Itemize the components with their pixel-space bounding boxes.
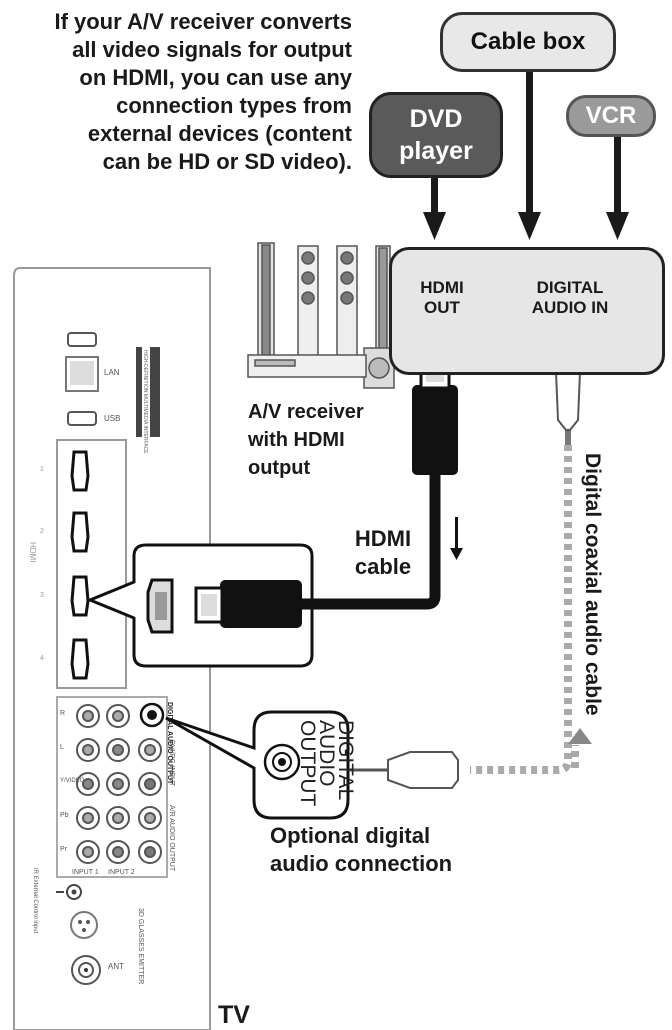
optional-connection-caption: Optional digital audio connection xyxy=(270,822,452,878)
receiver-caption: A/V receiver with HDMI output xyxy=(248,398,364,482)
tv-ir-jack xyxy=(56,884,82,900)
tv-hdmi-num-3: 3 xyxy=(40,592,44,599)
hdmi-out-line2: OUT xyxy=(424,298,460,317)
cable-box-device: Cable box xyxy=(440,12,616,72)
dvd-label-line1: DVD xyxy=(409,105,463,133)
tv-usb-label: USB xyxy=(104,414,121,423)
tv-antenna-jack xyxy=(71,955,101,985)
tv-hdmi-logo-text: HIGH-DEFINITION MULTIMEDIA INTERFACE xyxy=(142,350,148,454)
receiver-caption-line1: A/V receiver xyxy=(248,401,364,423)
tv-hdmi-label: HDMI xyxy=(28,542,37,563)
audio-output-callout xyxy=(165,710,350,820)
intro-line: on HDMI, you can use any xyxy=(79,65,352,90)
dvd-player-device: DVD player xyxy=(369,92,503,178)
hdmi-out-line1: HDMI xyxy=(420,278,464,297)
tv-comp-l: L xyxy=(60,744,64,751)
vcr-label: VCR xyxy=(585,102,637,129)
intro-line: If your A/V receiver converts xyxy=(54,9,352,34)
tv-hdmi-ports xyxy=(70,450,90,680)
hdmi-out-label: HDMI OUT xyxy=(412,278,472,318)
receiver-caption-line3: output xyxy=(248,457,311,479)
tv-digital-audio-output-jack xyxy=(139,702,165,728)
tv-ant-label: ANT xyxy=(108,962,124,971)
speaker-system-illustration xyxy=(247,242,395,389)
intro-line: connection types from xyxy=(116,93,352,118)
digital-coax-cable xyxy=(350,371,592,789)
callout-audio-line1: DIGITAL xyxy=(334,720,357,801)
optional-line2: audio connection xyxy=(270,851,453,876)
tv-digital-audio-label: DIGITAL AUDIO OUTPUT xyxy=(166,702,173,785)
hdmi-cable-label: HDMI cable xyxy=(338,525,428,581)
tv-3d-label: 3D GLASSES EMITTER xyxy=(137,908,144,985)
tv-lan-label: LAN xyxy=(104,368,120,377)
intro-line: external devices (content xyxy=(87,121,352,146)
dvd-label-line2: player xyxy=(399,137,473,165)
tv-comp-pr: Pr xyxy=(60,846,67,853)
tv-input2-label: INPUT 2 xyxy=(108,869,135,876)
tv-hdmi-num-1: 1 xyxy=(40,466,44,473)
cable-box-label: Cable box xyxy=(470,28,586,55)
tv-label: TV xyxy=(218,1001,250,1029)
tv-hdmi-num-2: 2 xyxy=(40,528,44,535)
intro-line: all video signals for output xyxy=(72,37,352,62)
source-arrows xyxy=(423,70,629,240)
tv-ir-label: IR External Control input xyxy=(32,868,38,934)
callout-audio-line3: OUTPUT xyxy=(296,720,319,807)
intro-text: If your A/V receiver converts all video … xyxy=(6,8,352,176)
optional-line1: Optional digital xyxy=(270,823,431,848)
coax-cable-label: Digital coaxial audio cable xyxy=(581,453,604,716)
tv-comp-pb: Pb xyxy=(60,812,69,819)
tv-3d-emitter-jack xyxy=(70,911,98,939)
tv-input1-label: INPUT 1 xyxy=(72,869,99,876)
audio-output-callout-label: DIGITAL AUDIO OUTPUT xyxy=(296,720,357,806)
intro-line: can be HD or SD video). xyxy=(102,149,352,174)
vcr-device: VCR xyxy=(566,95,656,137)
tv-comp-r: R xyxy=(60,710,66,717)
tv-dvi-label: DVI/PC INPUT xyxy=(168,740,175,787)
digital-audio-in-label: DIGITAL AUDIO IN xyxy=(500,278,640,318)
digital-in-line2: AUDIO IN xyxy=(531,298,609,317)
hdmi-cable-line2: cable xyxy=(354,554,412,579)
tv-hdmi-num-4: 4 xyxy=(40,655,44,662)
callout-audio-line2: AUDIO xyxy=(315,720,338,787)
tv-ar-label: A/R AUDIO OUTPUT xyxy=(168,805,175,872)
tv-av-jacks xyxy=(56,696,168,878)
tv-comp-y: Y/VIDEO xyxy=(60,778,85,784)
digital-in-line1: DIGITAL xyxy=(536,278,604,297)
tv-back-panel xyxy=(13,267,211,1030)
av-receiver-panel xyxy=(389,247,665,375)
hdmi-cable-line1: HDMI xyxy=(354,526,412,551)
tv-hdmi-logo xyxy=(136,347,160,437)
receiver-caption-line2: with HDMI xyxy=(248,429,345,451)
